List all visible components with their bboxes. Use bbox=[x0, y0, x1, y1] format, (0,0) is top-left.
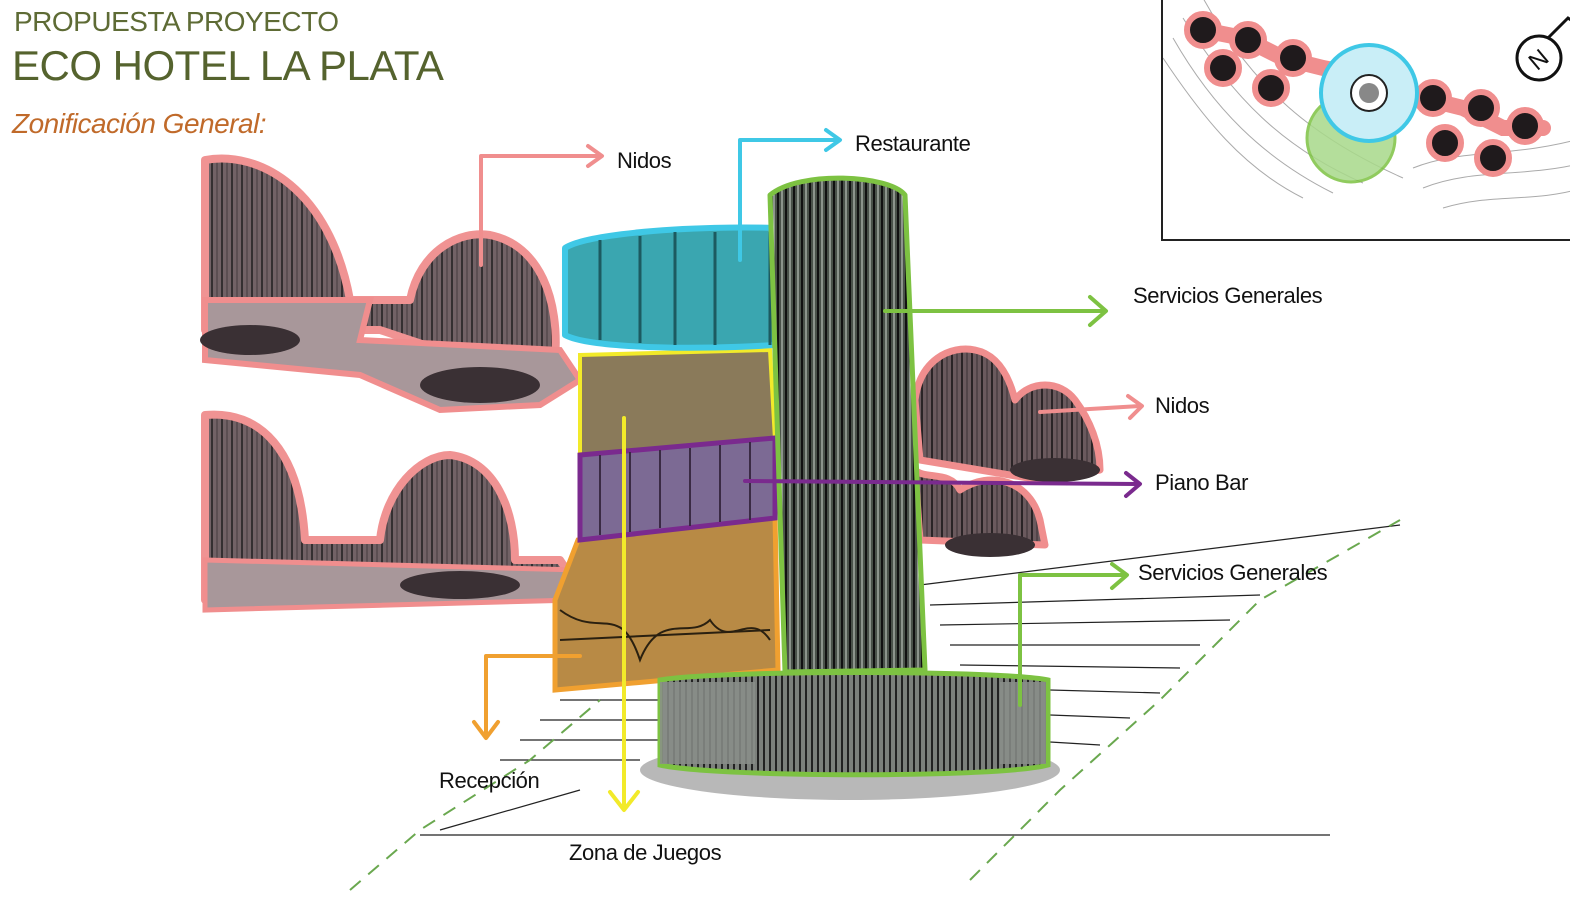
header-eyebrow: PROPUESTA PROYECTO bbox=[14, 6, 339, 37]
arrow-piano-bar bbox=[743, 479, 1140, 486]
compass-icon: N bbox=[1515, 16, 1570, 82]
arrow-servicios-bottom bbox=[1018, 573, 1127, 707]
nidos-pods-left-top bbox=[200, 154, 585, 414]
site-plan-inset: N bbox=[1161, 0, 1570, 241]
label-zona-de-juegos: Zona de Juegos bbox=[569, 840, 722, 865]
arrow-restaurante bbox=[738, 138, 840, 262]
label-nidos-top: Nidos bbox=[617, 148, 672, 173]
arrow-nidos-right bbox=[1038, 404, 1142, 414]
label-servicios-generales-bottom: Servicios Generales bbox=[1138, 560, 1328, 585]
label-recepcion: Recepción bbox=[439, 768, 540, 793]
nidos-pods-left-bottom bbox=[201, 410, 584, 613]
label-nidos-right: Nidos bbox=[1155, 393, 1210, 418]
servicios-base bbox=[657, 670, 1051, 778]
terrain-edge-green bbox=[349, 519, 1401, 891]
section-subtitle: Zonificación General: bbox=[12, 108, 267, 139]
label-restaurante: Restaurante bbox=[855, 131, 971, 156]
page-title: ECO HOTEL LA PLATA bbox=[12, 42, 444, 89]
terrain-lines bbox=[420, 524, 1401, 836]
arrow-nidos-top bbox=[479, 154, 602, 267]
servicios-tower bbox=[767, 175, 928, 675]
label-piano-bar: Piano Bar bbox=[1155, 470, 1249, 495]
arrows bbox=[472, 128, 1144, 812]
arrow-recepcion bbox=[484, 654, 582, 737]
piano-bar-zone bbox=[577, 435, 778, 543]
nidos-pods-right bbox=[911, 345, 1104, 557]
label-servicios-generales-top: Servicios Generales bbox=[1133, 283, 1323, 308]
inset-nidos-pods bbox=[1184, 11, 1544, 177]
